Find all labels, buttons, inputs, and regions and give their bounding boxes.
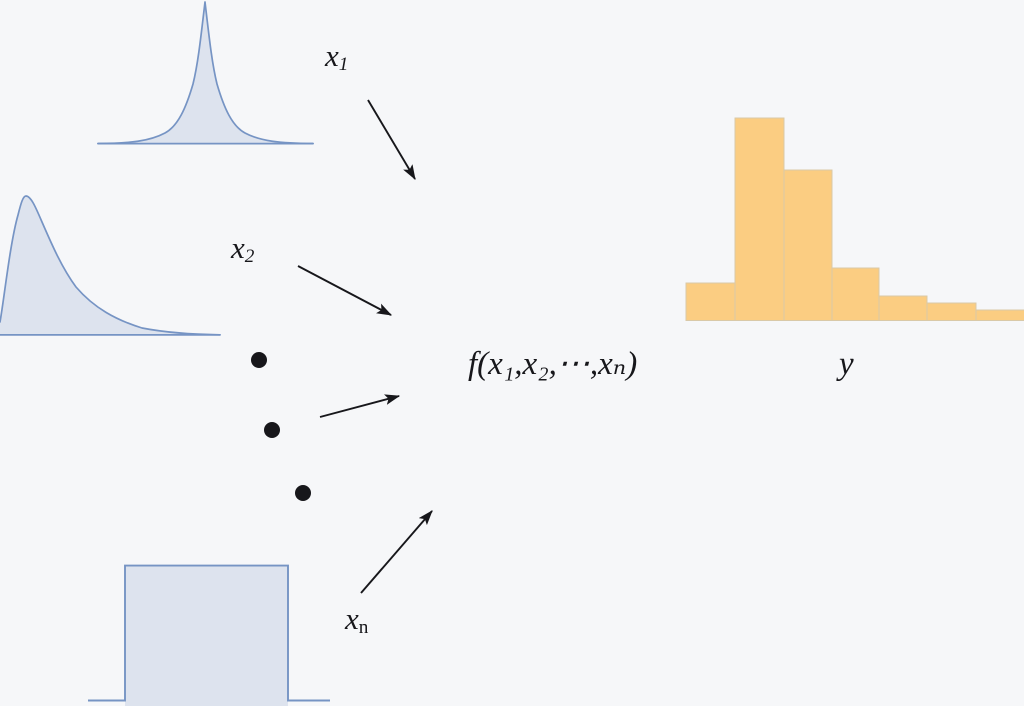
label-x1: x1 (325, 40, 348, 74)
label-y-base: y (839, 346, 854, 382)
arrow-from-x1 (367, 99, 416, 180)
normal-curve-fill (98, 2, 313, 144)
histogram-bar (878, 295, 928, 321)
histogram-bar (734, 117, 785, 321)
flow-arrows (297, 99, 433, 594)
function-arguments: x₁,x₂,⋯,xₙ (488, 346, 627, 382)
label-function: f(x₁,x₂,⋯,xₙ) (468, 348, 637, 381)
ellipsis-dot (251, 352, 267, 368)
function-name: f (468, 346, 478, 382)
label-x1-subscript: 1 (338, 54, 349, 76)
histogram-bar (831, 267, 880, 321)
uniform-rect-fill (125, 565, 288, 706)
uniform-curve-stroke (88, 564, 330, 702)
label-x2-base: x (231, 230, 245, 265)
arrow-from-xn (360, 510, 433, 594)
label-y: y (839, 348, 854, 381)
ellipsis-dot (264, 422, 280, 438)
function-close-paren: ) (626, 346, 638, 382)
label-xn-subscript: n (358, 617, 369, 639)
arrow-from-x2 (297, 265, 393, 316)
function-open-paren: ( (477, 346, 489, 382)
label-x1-base: x (325, 38, 339, 73)
histogram-bar (975, 309, 1024, 321)
label-x2: x2 (231, 232, 254, 266)
histogram-bar (685, 282, 736, 321)
label-x2-subscript: 2 (244, 246, 255, 268)
input-distribution-lognormal (0, 195, 221, 336)
histogram-bar (926, 302, 977, 321)
label-xn-base: x (345, 601, 359, 636)
lognormal-curve-stroke (0, 195, 221, 336)
input-distribution-uniform (88, 564, 330, 706)
normal-curve-stroke (97, 1, 314, 145)
ellipsis-dots (251, 352, 311, 501)
ellipsis-dot (295, 485, 311, 501)
arrow-from-dots (319, 394, 401, 418)
histogram-bar (783, 169, 833, 321)
lognormal-curve-fill (0, 196, 220, 335)
input-distribution-normal (97, 1, 314, 145)
label-xn: xn (345, 603, 368, 637)
output-histogram (685, 117, 1024, 321)
